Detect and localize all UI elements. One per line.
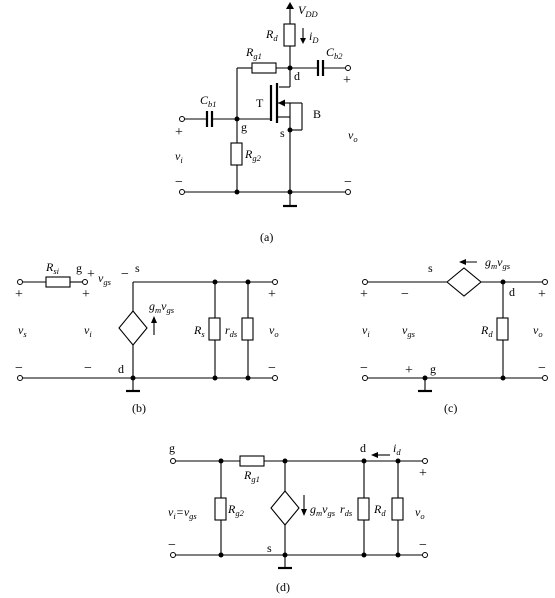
vo-plus: + — [268, 287, 276, 302]
rg2-label: Rg2 — [244, 147, 262, 163]
gm-vgs-label: gmvgs — [149, 299, 175, 315]
rds-resistor — [241, 317, 254, 341]
b-label: B — [313, 107, 321, 121]
vo-minus: − — [268, 361, 276, 376]
rs-resistor — [208, 317, 221, 341]
dependent-current-source — [270, 490, 300, 526]
rd-label: Rd — [480, 323, 493, 339]
dependent-current-source — [446, 267, 482, 297]
rs-label: Rs — [193, 323, 205, 339]
vi-plus: + — [82, 287, 90, 302]
gm-vgs-label: gmvgs — [310, 502, 336, 518]
caption-d: (d) — [276, 580, 290, 594]
node-d-label: d — [118, 362, 124, 376]
rg1-label: Rg1 — [243, 468, 260, 484]
vo-minus: − — [419, 538, 427, 553]
vgs-plus: + — [87, 267, 95, 282]
rg1-resistor — [251, 62, 277, 74]
vi-plus: + — [175, 125, 183, 140]
vo-label: vo — [415, 505, 425, 521]
rds-resistor — [357, 497, 370, 521]
vi-label: vi — [175, 149, 183, 165]
vi-plus: + — [360, 287, 368, 302]
rds-label: rds — [225, 323, 238, 339]
vgs-minus: − — [401, 287, 409, 302]
vi-vgs-label: vi=vgs — [168, 505, 197, 521]
vo-plus: + — [343, 73, 351, 88]
rd-label: Rd — [265, 27, 278, 43]
node-s-label: s — [267, 541, 272, 555]
vs-plus: + — [15, 287, 23, 302]
vgs-label: vgs — [402, 323, 416, 339]
circuit-a: VDD Rd iD Rg1 d Cb2 + T B s g Cb1 + Rg2 — [175, 2, 358, 244]
cb1-label: Cb1 — [200, 93, 217, 109]
node-g-label: g — [241, 120, 247, 134]
vi-minus: − — [360, 361, 368, 376]
node-g-label: g — [169, 441, 175, 455]
caption-b: (b) — [132, 401, 146, 415]
vi-minus: − — [84, 361, 92, 376]
circuit-b: Rsi g + + + vgs − s gmvgs Rs rds d vs vi… — [15, 260, 279, 415]
vi-label: vi — [362, 323, 370, 339]
rd-resistor — [283, 23, 296, 47]
vo-label: vo — [348, 128, 358, 144]
node-d-label: d — [294, 69, 300, 83]
id-label: iD — [309, 29, 319, 45]
vdd-label: VDD — [298, 3, 318, 19]
rg2-label: Rg2 — [227, 502, 245, 518]
node-s-label: s — [135, 261, 140, 275]
vgs-plus: + — [405, 363, 413, 378]
vi-label: vi — [84, 323, 92, 339]
vo-plus: + — [538, 287, 546, 302]
gm-vgs-label: gmvgs — [485, 255, 511, 271]
vo-minus: − — [538, 361, 546, 376]
vs-label: vs — [18, 323, 27, 339]
node-g-label: g — [430, 362, 436, 376]
vi-minus: − — [168, 538, 176, 553]
vi-minus: − — [175, 175, 183, 190]
vo-label: vo — [533, 323, 543, 339]
rsi-label: Rsi — [45, 260, 60, 276]
vo-label: vo — [269, 323, 279, 339]
node-d-label: d — [360, 441, 366, 455]
rg1-resistor — [239, 455, 265, 467]
cb2-label: Cb2 — [326, 45, 343, 61]
vo-plus: + — [419, 466, 427, 481]
id-label: id — [393, 441, 401, 457]
circuit-d: g d Rg1 id Rg2 gmvgs rds Rd s vi=vgs − +… — [168, 441, 428, 594]
rg2-resistor — [214, 497, 227, 521]
rsi-resistor — [45, 276, 71, 288]
node-s-label: s — [428, 261, 433, 275]
caption-c: (c) — [444, 401, 457, 415]
vs-minus: − — [15, 361, 23, 376]
node-g-label: g — [76, 261, 82, 275]
rds-label: rds — [340, 502, 353, 518]
t-label: T — [256, 96, 264, 110]
caption-a: (a) — [260, 230, 273, 244]
dependent-current-source — [118, 310, 148, 346]
rd-resistor — [496, 317, 509, 341]
vo-minus: − — [344, 175, 352, 190]
node-d-label: d — [509, 285, 515, 299]
circuit-c: gmvgs s d Rd g + − vi vgs − + + vo − (c) — [360, 255, 548, 415]
rd-label: Rd — [373, 502, 386, 518]
node-s-label: s — [280, 126, 285, 140]
vgs-label: vgs — [98, 271, 112, 287]
vgs-minus: − — [121, 267, 129, 282]
rg1-label: Rg1 — [245, 45, 262, 61]
rd-resistor — [391, 497, 404, 521]
rg2-resistor — [230, 142, 243, 166]
